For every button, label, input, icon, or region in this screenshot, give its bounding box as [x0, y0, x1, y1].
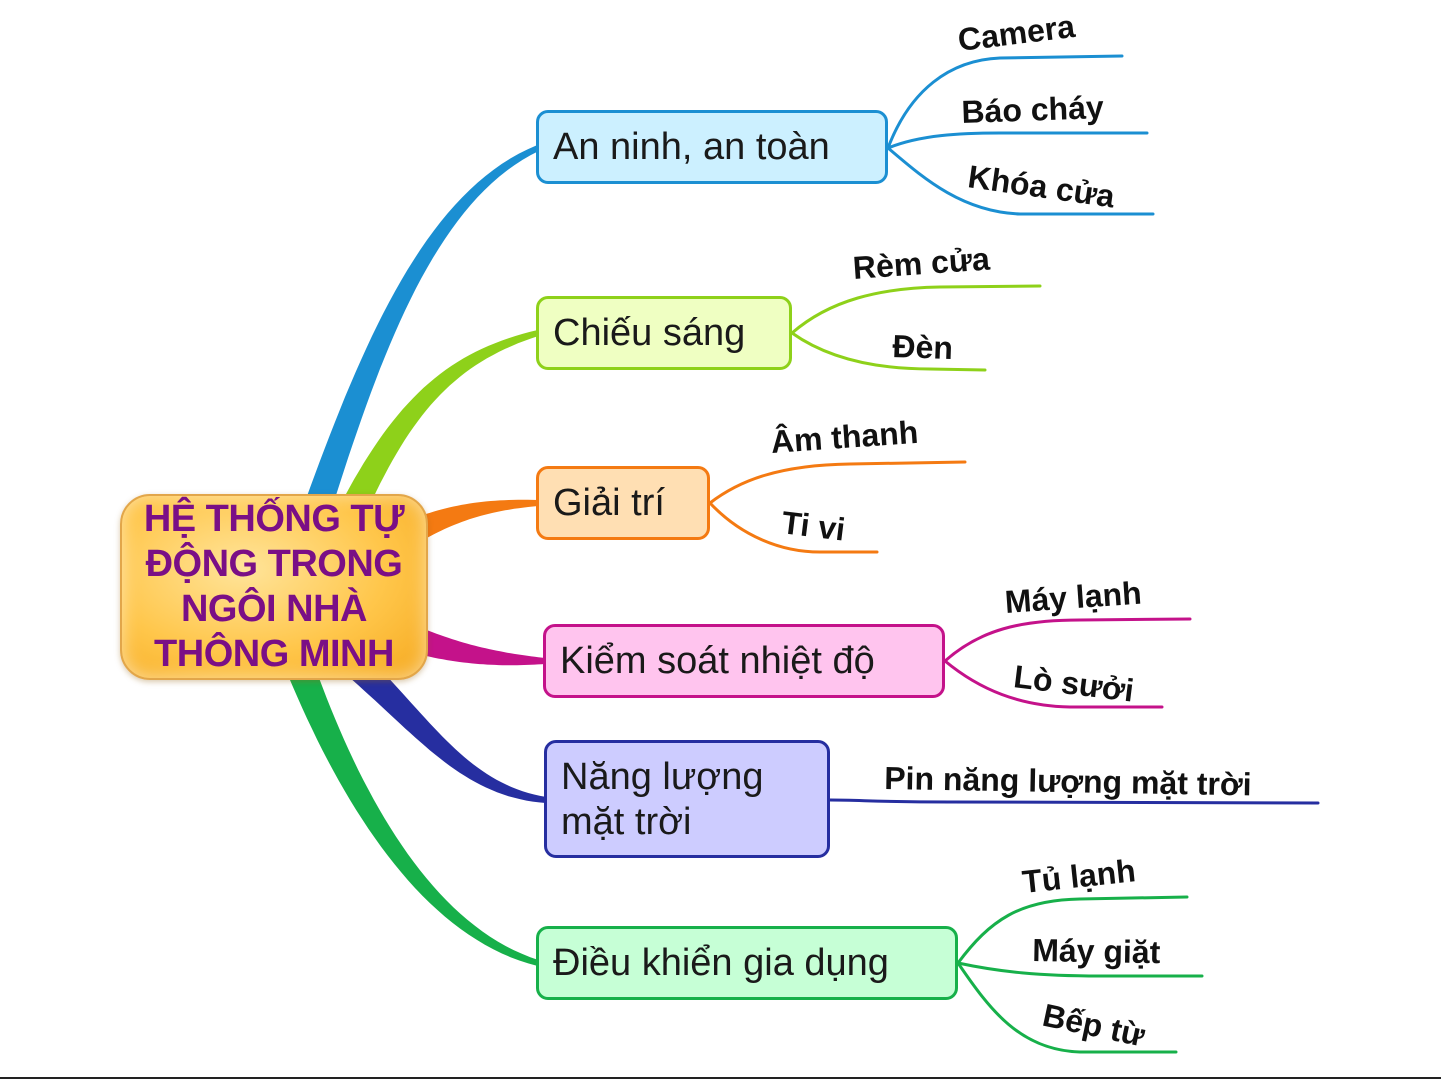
leaf-connector: [792, 333, 985, 370]
leaf-may-lanh[interactable]: Máy lạnh: [1004, 577, 1143, 618]
branch-label: Chiếu sáng: [553, 312, 745, 355]
branch-label: Điều khiển gia dụng: [553, 942, 889, 985]
branch-giai-tri[interactable]: Giải trí: [536, 466, 710, 540]
branch-dieu-khien-gia-dung[interactable]: Điều khiển gia dụng: [536, 926, 958, 1000]
leaf-connector: [888, 133, 1147, 148]
leaf-may-giat[interactable]: Máy giặt: [1032, 934, 1161, 968]
leaf-den[interactable]: Đèn: [892, 330, 954, 364]
branch-kiem-soat-nhiet-do[interactable]: Kiểm soát nhiệt độ: [543, 624, 945, 698]
leaf-rem-cua[interactable]: Rèm cửa: [852, 243, 991, 284]
central-topic[interactable]: HỆ THỐNG TỰ ĐỘNG TRONG NGÔI NHÀ THÔNG MI…: [120, 494, 428, 680]
leaf-pin-nang-luong-mat-troi[interactable]: Pin năng lượng mặt trời: [884, 762, 1252, 800]
branch-an-ninh-an-toan[interactable]: An ninh, an toàn: [536, 110, 888, 184]
branch-chieu-sang[interactable]: Chiếu sáng: [536, 296, 792, 370]
leaf-bao-chay[interactable]: Báo cháy: [961, 91, 1104, 128]
branch-label: Giải trí: [553, 482, 665, 525]
leaf-ti-vi[interactable]: Ti vi: [780, 506, 847, 545]
branch-nang-luong-mat-troi[interactable]: Năng lượng mặt trời: [544, 740, 830, 858]
leaf-connector: [945, 619, 1190, 661]
branch-label: Năng lượng mặt trời: [561, 755, 763, 845]
branch-connector: [276, 635, 539, 966]
central-topic-label: HỆ THỐNG TỰ ĐỘNG TRONG NGÔI NHÀ THÔNG MI…: [144, 497, 404, 677]
branch-label: Kiểm soát nhiệt độ: [560, 640, 875, 683]
leaf-connector: [792, 286, 1040, 333]
branch-label: An ninh, an toàn: [553, 126, 830, 169]
leaf-connector: [710, 462, 965, 503]
